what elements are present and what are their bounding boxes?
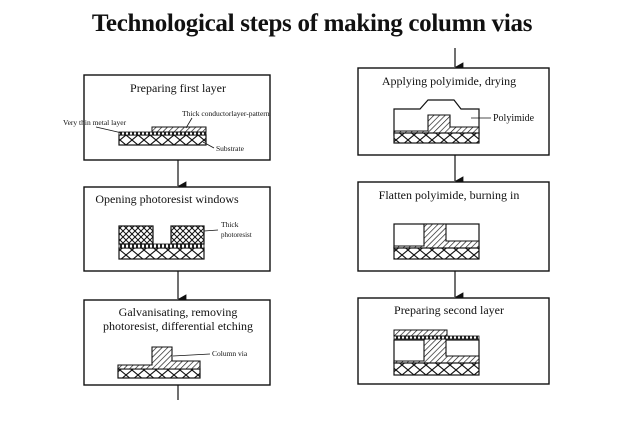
step-3-title-line-1: Galvanisating, removing xyxy=(119,305,238,319)
callout-line-substrate xyxy=(202,141,215,149)
photoresist-right xyxy=(170,225,205,245)
step-4-title: Applying polyimide, drying xyxy=(382,74,516,88)
thick-conductor-pattern xyxy=(151,126,207,133)
substrate-layer xyxy=(393,247,480,260)
diagram-title: Technological steps of making column via… xyxy=(91,10,533,37)
step-box-4: Applying polyimide, drying Polyimide xyxy=(357,67,550,156)
step-1-title: Preparing first layer xyxy=(130,81,226,95)
substrate-layer xyxy=(393,362,480,376)
step-box-2: Opening photoresist windows Thick photor… xyxy=(83,186,271,272)
step-6-title: Preparing second layer xyxy=(394,303,504,317)
photoresist-left xyxy=(118,225,154,245)
step-1-frame xyxy=(83,74,271,161)
substrate-layer xyxy=(118,134,207,146)
step-box-3: Galvanisating, removing photoresist, dif… xyxy=(83,299,271,386)
step-box-1: Preparing first layer Very thin metal la… xyxy=(63,74,271,161)
callout-line-photoresist xyxy=(203,229,219,232)
callout-line-thin-metal xyxy=(95,126,123,134)
callout-substrate: Substrate xyxy=(216,144,245,153)
thin-metal-layer xyxy=(118,243,205,249)
callout-line-thick-conductor xyxy=(185,117,193,129)
callout-column-via: Column via xyxy=(212,349,248,358)
callout-photoresist: photoresist xyxy=(221,231,252,239)
substrate-layer xyxy=(118,247,205,260)
step-box-6: Preparing second layer xyxy=(357,297,550,385)
substrate-layer xyxy=(393,132,480,144)
step-box-5: Flatten polyimide, burning in xyxy=(357,181,550,272)
step-5-title: Flatten polyimide, burning in xyxy=(379,188,520,202)
connectors xyxy=(177,48,464,400)
callout-very-thin-metal-layer: Very thin metal layer xyxy=(63,118,127,127)
second-conductor-pattern xyxy=(393,329,448,337)
callout-thick: Thick xyxy=(221,220,239,229)
callout-thick-conductor-pattern: Thick conductorlayer-pattern xyxy=(182,109,270,118)
column-via-conductor xyxy=(117,346,201,370)
callout-line-column-via xyxy=(172,353,211,357)
callout-polyimide: Polyimide xyxy=(493,113,535,124)
step-2-title: Opening photoresist windows xyxy=(95,192,239,206)
step-3-title-line-2: photoresist, differential etching xyxy=(103,319,253,333)
substrate-layer xyxy=(117,368,201,379)
